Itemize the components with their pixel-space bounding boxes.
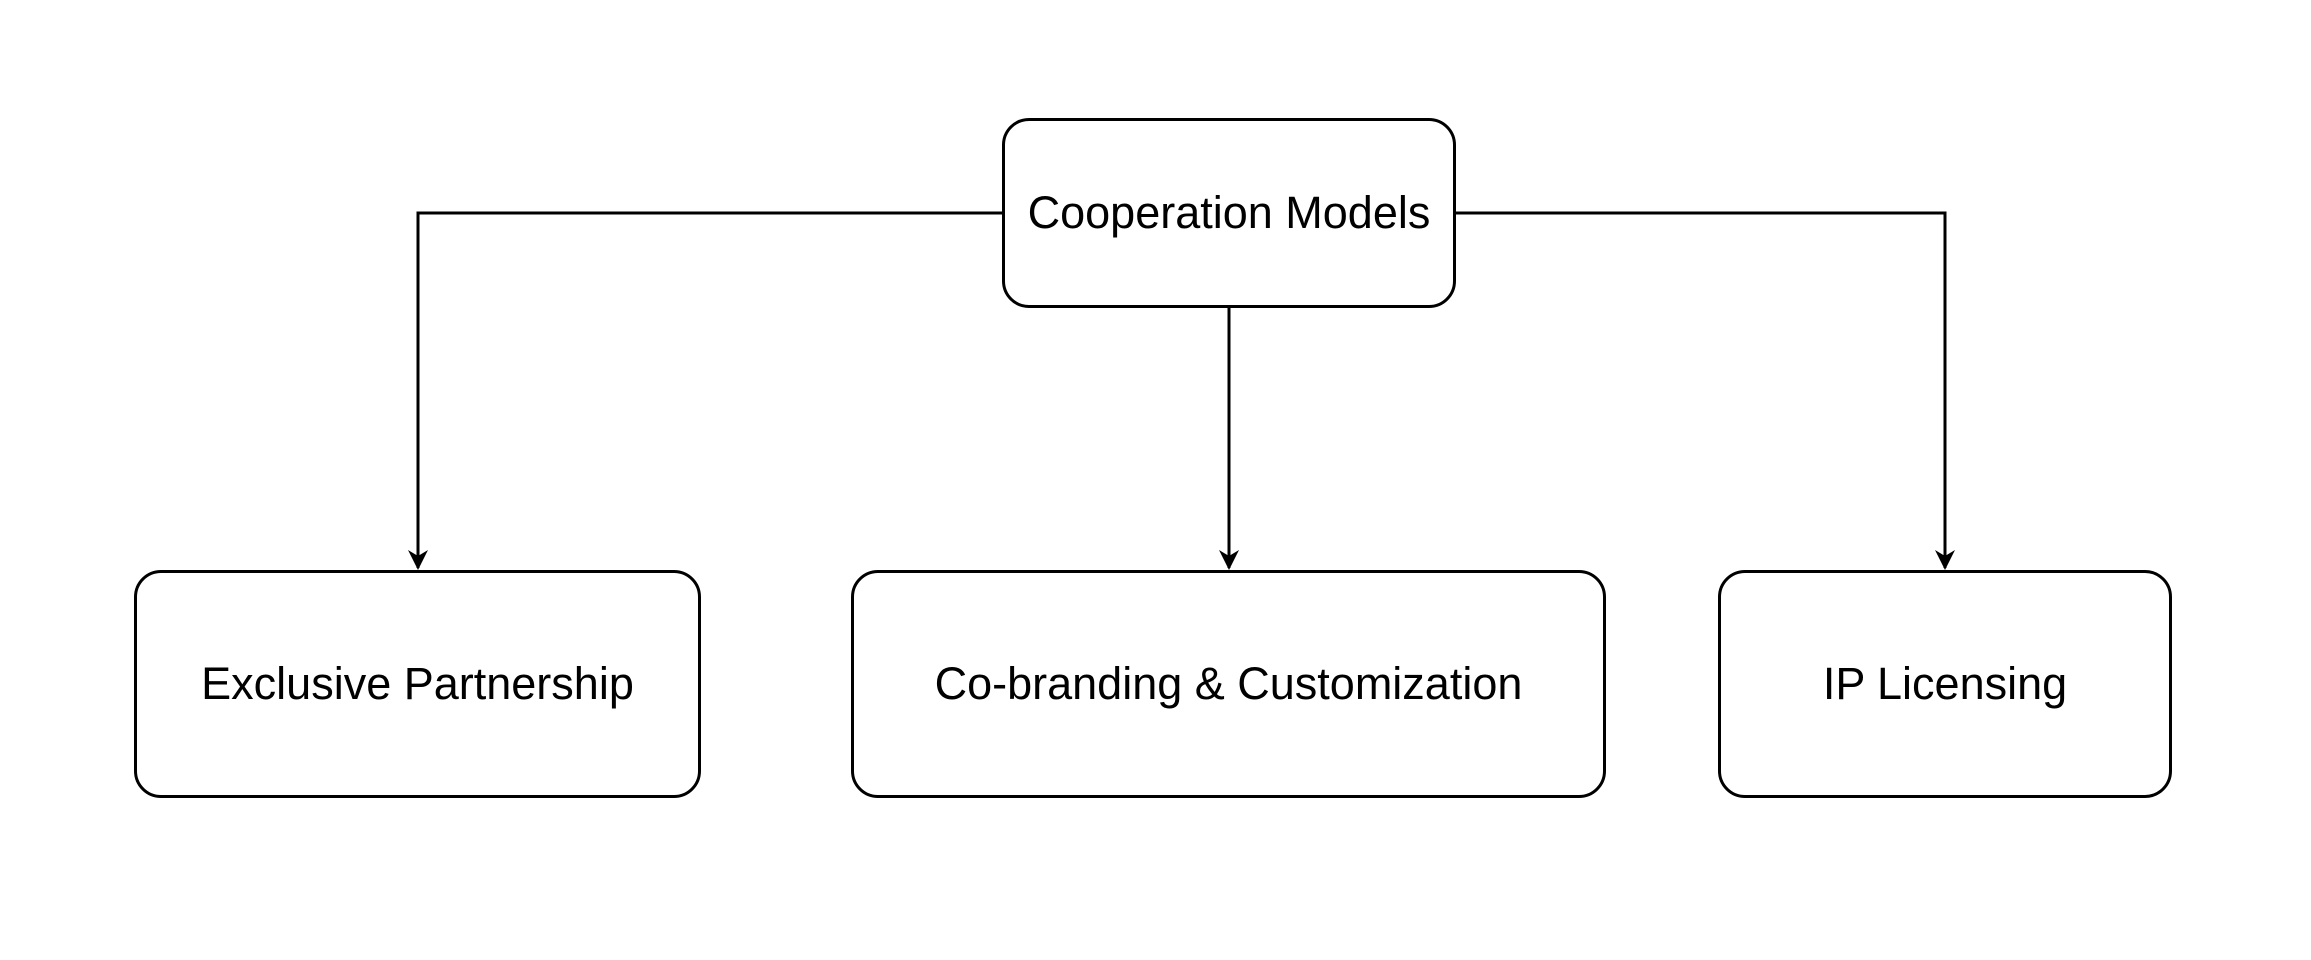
root-node: Cooperation Models [1002, 118, 1456, 308]
root-node-label: Cooperation Models [1027, 187, 1431, 238]
child-node-label: Co-branding & Customization [934, 658, 1523, 709]
child-node-label: Exclusive Partnership [201, 658, 634, 709]
child-node-exclusive-partnership: Exclusive Partnership [134, 570, 701, 798]
child-node-label: IP Licensing [1822, 658, 2068, 709]
child-node-ip-licensing: IP Licensing [1718, 570, 2172, 798]
connector-root-to-ip-licensing [1456, 211, 1955, 570]
connector-root-to-exclusive-partnership [408, 211, 1002, 570]
child-node-co-branding-customization: Co-branding & Customization [851, 570, 1606, 798]
